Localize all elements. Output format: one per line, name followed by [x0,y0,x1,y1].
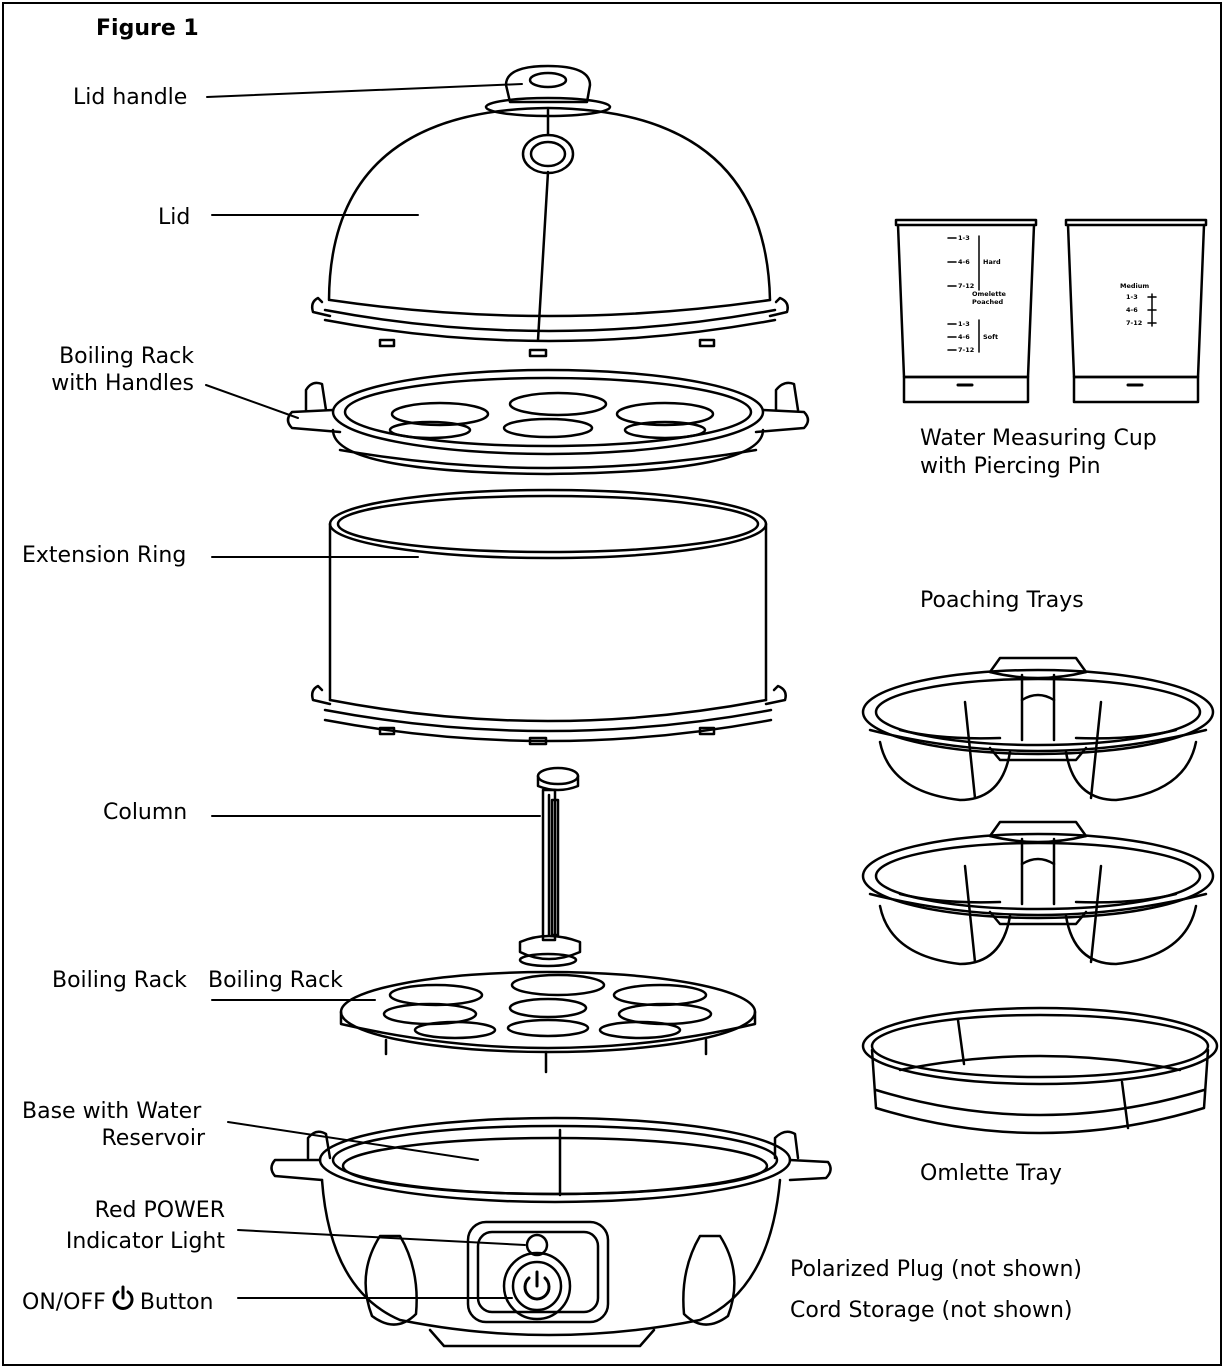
cup-mark: Hard [983,258,1001,266]
omelette-tray [861,1006,1219,1135]
cup-mark: 4-6 [958,333,970,341]
cup-mark: 7-12 [1126,319,1142,327]
boiling-rack-part [339,970,757,1074]
cup-mark: 1-3 [1126,293,1138,301]
poaching-tray-1 [861,656,1215,802]
boiling-rack-with-handles-part [286,368,810,476]
figure-title: Figure 1 [96,16,199,41]
cup-mark: Poached [972,298,1004,306]
label-measuring-cup-line1: Water Measuring Cup [920,426,1157,451]
label-onoff-suffix: Button [139,1290,214,1315]
label-onoff-button: ON/OFF Button [22,1285,214,1318]
cup-mark: 1-3 [958,234,970,242]
label-lid-handle: Lid handle [73,85,188,110]
label-boiling-rack-handles-line2: with Handles [51,371,194,396]
cup-mark: 4-6 [958,258,970,266]
label-omelette-tray: Omlette Tray [920,1161,1062,1186]
power-icon [110,1285,136,1318]
cup-mark: Medium [1120,282,1149,290]
cup-mark: 7-12 [958,282,974,290]
label-lid: Lid [158,205,191,230]
column-part [518,766,582,968]
label-power-light-line2: Indicator Light [65,1229,225,1254]
label-polarized-plug: Polarized Plug (not shown) [790,1257,1083,1282]
cup-mark: Omelette [972,290,1007,298]
label-boiling-rack-handles-line1: Boiling Rack [59,344,194,369]
label-onoff-prefix: ON/OFF [22,1290,106,1315]
label-power-light-line1: Red POWER [94,1198,225,1223]
cup-mark: 4-6 [1126,306,1138,314]
poaching-tray-2 [861,820,1215,966]
cup-mark: 7-12 [958,346,974,354]
cup-mark: 1-3 [958,320,970,328]
label-base-line1: Base with Water [22,1099,202,1124]
measuring-cups-part: 1-3 4-6 Hard 7-12 Omelette Poached 1-3 4… [894,218,1208,404]
label-cord-storage: Cord Storage (not shown) [790,1298,1073,1323]
cup-mark: Soft [983,333,998,341]
label-measuring-cup-line2: with Piercing Pin [920,454,1101,479]
label-extension-ring: Extension Ring [22,543,187,568]
label-boiling-rack: Boiling Rack [52,968,187,993]
base-part [270,1116,832,1348]
label-column: Column [103,800,188,825]
leader-lines [205,83,541,1299]
lid-part [310,64,789,358]
label-poaching-trays: Poaching Trays [920,588,1084,613]
label-base-line2: Reservoir [101,1126,205,1151]
extension-ring-part [310,488,787,746]
label-boiling-rack-overlap: Boiling Rack [208,968,343,993]
